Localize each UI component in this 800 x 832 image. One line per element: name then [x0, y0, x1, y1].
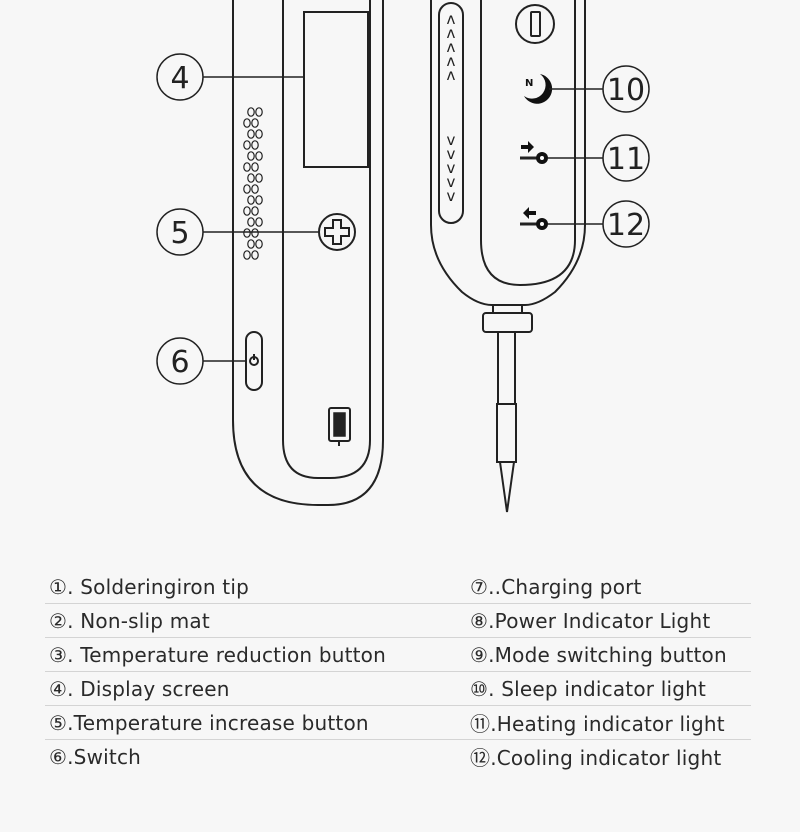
mat-dot — [251, 228, 259, 238]
svg-text:4: 4 — [170, 61, 189, 96]
svg-text:10: 10 — [607, 73, 645, 108]
legend-item-switch: ⑥.Switch — [49, 744, 142, 769]
heating-indicator-icon — [520, 141, 548, 164]
legend-row: ⑤.Temperature increase button ⑪.Heating … — [45, 706, 751, 740]
mat-dot — [255, 129, 263, 139]
mat-dot — [251, 206, 259, 216]
mat-dot — [251, 250, 259, 260]
mat-dot — [243, 250, 251, 260]
up-arrow-icon: ʌ — [447, 38, 456, 56]
mat-dot — [251, 140, 259, 150]
svg-text:12: 12 — [607, 208, 645, 243]
iron-side-view — [232, 0, 384, 506]
mat-dot — [243, 206, 251, 216]
legend-item-mode-switching: ⑨.Mode switching button — [470, 642, 727, 667]
display-screen — [303, 11, 369, 168]
down-arrow-icon: v — [447, 187, 456, 205]
legend-row: ④. Display screen ⑩. Sleep indicator lig… — [45, 672, 751, 706]
parts-legend: ①. Solderingiron tip ⑦..Charging port ②.… — [45, 570, 751, 773]
mat-dot — [247, 239, 255, 249]
callout-10: 10 — [549, 65, 650, 113]
mode-n-label: N — [525, 78, 533, 89]
legend-row: ⑥.Switch ⑫.Cooling indicator light — [45, 740, 751, 773]
mat-dot — [255, 195, 263, 205]
up-arrow-icon: ʌ — [447, 66, 456, 84]
iron-front-inner — [480, 0, 576, 287]
mat-dot — [247, 195, 255, 205]
button-strip — [438, 2, 464, 224]
tip-grip — [496, 403, 517, 463]
up-arrow-icon: ʌ — [447, 10, 456, 28]
callout-11: 11 — [548, 134, 650, 182]
legend-item-display-screen: ④. Display screen — [49, 676, 230, 701]
mat-dot — [243, 118, 251, 128]
tip-shaft — [497, 331, 516, 405]
mat-dot — [255, 173, 263, 183]
down-arrow-icon: v — [447, 173, 456, 191]
svg-text:5: 5 — [170, 216, 189, 251]
power-switch — [245, 331, 263, 391]
temp-increase-button — [318, 213, 356, 251]
callout-6: 6 — [156, 337, 246, 385]
mat-dot — [251, 118, 259, 128]
svg-text:11: 11 — [607, 142, 645, 177]
mat-dot — [251, 162, 259, 172]
mat-dot — [247, 173, 255, 183]
callout-4: 4 — [156, 53, 304, 101]
down-arrow-icon: v — [447, 145, 456, 163]
iron-inner-panel — [282, 0, 371, 479]
callout-5: 5 — [156, 208, 319, 256]
legend-item-charging-port: ⑦..Charging port — [470, 574, 642, 599]
down-arrow-icon: v — [447, 131, 456, 149]
tip-collar — [482, 312, 533, 333]
soldering-tip — [499, 461, 515, 513]
legend-row: ②. Non-slip mat ⑧.Power Indicator Light — [45, 604, 751, 638]
mat-dot — [243, 184, 251, 194]
legend-item-cooling-indicator: ⑫.Cooling indicator light — [470, 746, 722, 770]
mat-dot — [255, 239, 263, 249]
legend-item-soldering-tip: ①. Solderingiron tip — [49, 574, 249, 599]
svg-text:6: 6 — [170, 345, 189, 380]
mat-dot — [247, 129, 255, 139]
legend-item-non-slip-mat: ②. Non-slip mat — [49, 608, 210, 633]
mode-switch-button — [515, 4, 555, 44]
legend-item-heating-indicator: ⑪.Heating indicator light — [470, 712, 725, 736]
mat-dot — [255, 151, 263, 161]
up-arrow-icon: ʌ — [447, 52, 456, 70]
mat-dot — [255, 107, 263, 117]
non-slip-mat — [243, 107, 263, 260]
mat-dot — [243, 162, 251, 172]
legend-row: ①. Solderingiron tip ⑦..Charging port — [45, 570, 751, 604]
callout-12: 12 — [548, 200, 650, 248]
legend-item-temp-increase: ⑤.Temperature increase button — [49, 710, 369, 735]
mat-dot — [243, 228, 251, 238]
mat-dot — [247, 217, 255, 227]
charging-port — [328, 407, 351, 446]
legend-item-power-indicator: ⑧.Power Indicator Light — [470, 608, 711, 633]
cooling-indicator-icon — [520, 207, 548, 230]
legend-item-temp-reduction: ③. Temperature reduction button — [49, 642, 386, 667]
down-arrow-icon: v — [447, 159, 456, 177]
mat-dot — [247, 107, 255, 117]
sleep-indicator-icon: N — [524, 74, 553, 104]
mat-dot — [255, 217, 263, 227]
mat-dot — [247, 151, 255, 161]
up-arrow-icon: ʌ — [447, 24, 456, 42]
iron-outer-body — [232, 0, 384, 506]
iron-front-view — [430, 0, 586, 513]
iron-front-body — [430, 0, 586, 306]
legend-item-sleep-indicator: ⑩. Sleep indicator light — [470, 676, 707, 701]
legend-row: ③. Temperature reduction button ⑨.Mode s… — [45, 638, 751, 672]
mat-dot — [251, 184, 259, 194]
mat-dot — [243, 140, 251, 150]
